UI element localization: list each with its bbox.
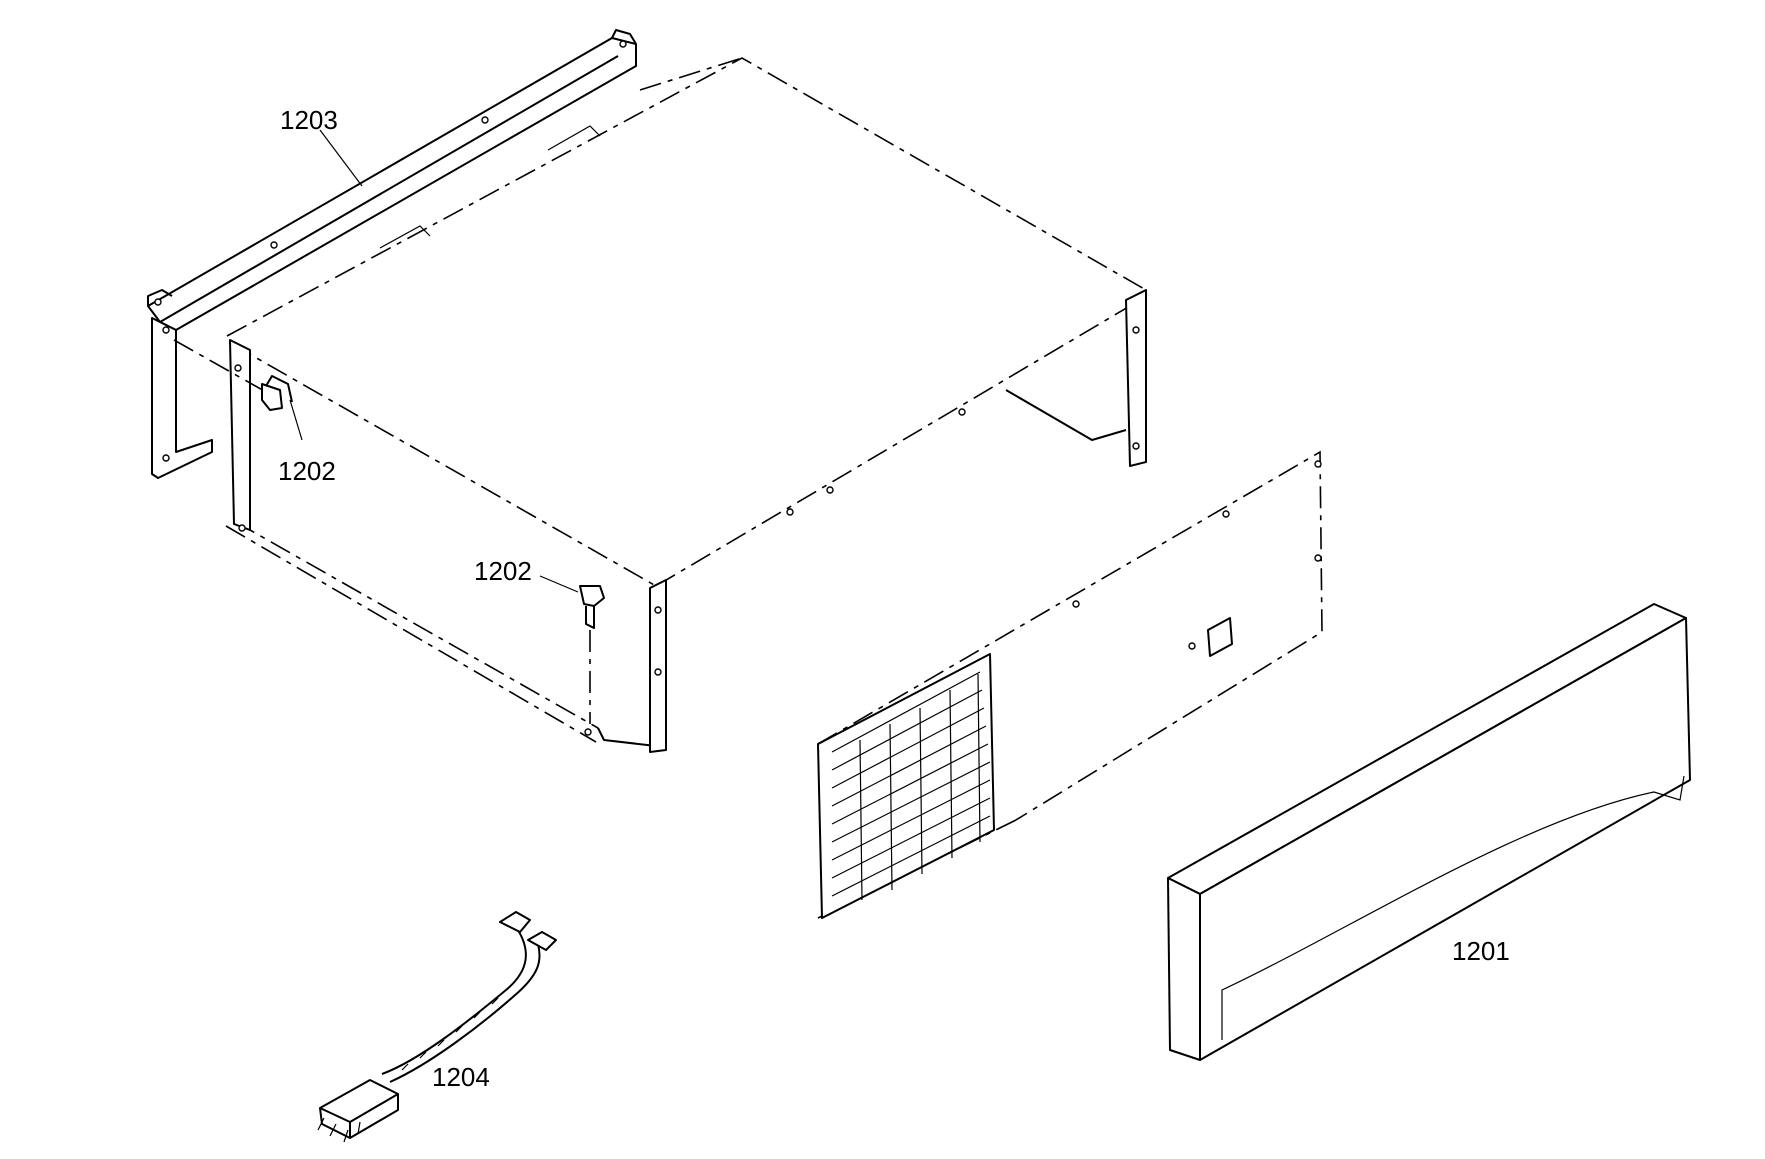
wire-harness-1204 [317,911,557,1143]
screw-1202-lower [539,575,605,724]
label-1202-upper: 1202 [278,456,336,486]
label-1204: 1204 [432,1062,490,1092]
vent-louvers [831,671,991,901]
kick-plate-1201 [1167,603,1691,1061]
label-1201: 1201 [1452,936,1510,966]
rear-bracket-1203 [147,29,637,479]
screw-1202-upper [173,339,303,441]
label-1203: 1203 [280,105,338,135]
cabinet-outline [225,57,1147,753]
front-grille-panel [817,450,1323,919]
label-1202-lower: 1202 [474,556,532,586]
